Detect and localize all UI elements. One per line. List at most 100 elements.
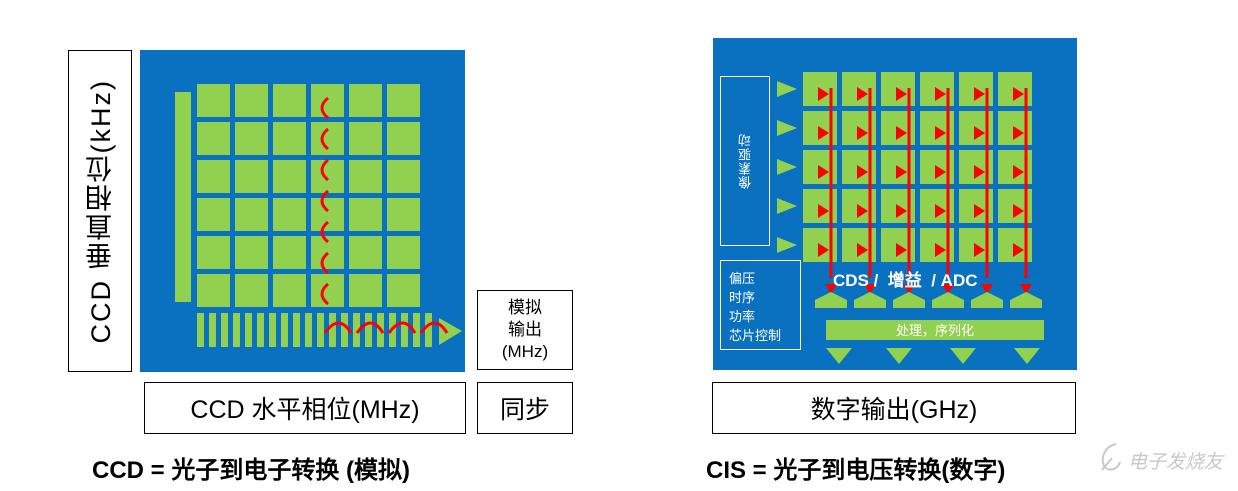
ccd-register-cell	[353, 313, 360, 347]
ccd-register-cell	[209, 313, 216, 347]
cis-row-select-arrow	[777, 198, 797, 214]
cis-pixel-switch	[1013, 243, 1024, 257]
ccd-horizontal-phase-label: CCD 水平相位(MHz)	[190, 396, 420, 424]
sync-box: 同步	[477, 382, 573, 434]
ccd-pixel	[273, 122, 306, 155]
ccd-pixel	[235, 84, 268, 117]
ccd-pixel-grid	[197, 84, 420, 307]
ccd-pixel	[349, 160, 382, 193]
control-line-power: 功率	[729, 309, 756, 324]
ccd-pixel	[387, 236, 420, 269]
ccd-vertical-transfer-arrow	[320, 96, 330, 120]
ccd-register-cell	[269, 313, 276, 347]
control-box: 偏压 时序 功率 芯片控制	[720, 260, 801, 350]
cis-pixel-switch	[935, 204, 946, 218]
cis-adc-block	[815, 292, 847, 308]
ccd-register-cell	[329, 313, 336, 347]
cis-pixel-switch	[935, 165, 946, 179]
ccd-register-cell	[341, 313, 348, 347]
cis-pixel-switch	[857, 243, 868, 257]
ccd-pixel	[273, 274, 306, 307]
ccd-pixel	[235, 236, 268, 269]
cis-column-arrowhead	[864, 284, 876, 294]
ccd-caption: CCD = 光子到电子转换 (模拟)	[92, 457, 410, 484]
cis-column-arrowhead	[825, 284, 837, 294]
cis-pixel-switch	[818, 126, 829, 140]
analog-output-line-2: 输出	[508, 320, 542, 339]
ccd-pixel	[235, 160, 268, 193]
digital-output-label: 数字输出(GHz)	[810, 396, 978, 424]
cis-column-arrowhead	[981, 284, 993, 294]
cis-row-select-arrow	[777, 237, 797, 253]
cis-output-arrow	[950, 348, 976, 364]
cis-adc-block	[854, 292, 886, 308]
ccd-pixel	[311, 84, 344, 117]
ccd-pixel	[197, 84, 230, 117]
ccd-pixel	[311, 160, 344, 193]
ccd-pixel	[273, 160, 306, 193]
ccd-horizontal-transfer-arrow	[355, 321, 385, 334]
cis-pixel-switch	[818, 165, 829, 179]
control-line-timing: 时序	[729, 290, 756, 305]
ccd-charge-transfer-arrows	[320, 96, 449, 334]
ccd-pixel	[311, 198, 344, 231]
cis-adc-block	[971, 292, 1003, 308]
cis-pixel-grid	[803, 72, 1032, 262]
ccd-pixel	[387, 198, 420, 231]
ccd-pixel	[387, 84, 420, 117]
ccd-horizontal-transfer-arrow	[387, 321, 417, 334]
cis-pixel-switch	[857, 126, 868, 140]
sync-label: 同步	[499, 396, 550, 424]
ccd-pixel	[349, 274, 382, 307]
cis-pixel-switch	[974, 126, 985, 140]
ccd-pixel	[197, 122, 230, 155]
ccd-pixel	[235, 122, 268, 155]
ccd-register-cell	[233, 313, 240, 347]
ccd-vertical-transfer-arrow	[320, 282, 330, 306]
cis-column-readout-arrows	[818, 87, 1032, 294]
ccd-pixel	[197, 160, 230, 193]
cis-pixel-switch	[818, 204, 829, 218]
cis-pixel-switch	[818, 87, 829, 101]
cis-pixel-switch	[896, 243, 907, 257]
ccd-vertical-transfer-arrow	[320, 251, 330, 275]
cis-pixel-switch	[1013, 165, 1024, 179]
cis-adc-block	[1010, 292, 1042, 308]
cis-row-select-arrows	[777, 81, 797, 253]
pixel-drive-box: 像素驱动	[720, 76, 770, 246]
cis-pixel-switch	[896, 204, 907, 218]
cis-pixel-switch	[935, 87, 946, 101]
cis-column-arrowhead	[1020, 284, 1032, 294]
cis-pixel-switch	[935, 243, 946, 257]
cis-pixel-switch	[818, 243, 829, 257]
cis-output-arrow	[826, 348, 852, 364]
cis-pixel-switch	[857, 204, 868, 218]
ccd-horizontal-phase-box: CCD 水平相位(MHz)	[144, 382, 466, 434]
watermark-logo: 电子发烧友	[1128, 452, 1224, 473]
ccd-pixel	[197, 198, 230, 231]
control-line-bias: 偏压	[729, 271, 756, 286]
cis-row-select-arrow	[777, 120, 797, 136]
cis-row-select-arrow	[777, 159, 797, 175]
watermark-icon	[1101, 443, 1121, 471]
ccd-pixel	[349, 236, 382, 269]
cis-pixel-switch	[1013, 204, 1024, 218]
ccd-register-cell	[305, 313, 312, 347]
ccd-vertical-transfer-arrow	[320, 127, 330, 151]
ccd-horizontal-transfer-arrow	[323, 321, 353, 334]
ccd-pixel	[235, 274, 268, 307]
ccd-register-cell	[281, 313, 288, 347]
cis-row-select-arrow	[777, 81, 797, 97]
cis-pixel-switch	[896, 126, 907, 140]
ccd-pixel	[349, 84, 382, 117]
cis-pixel-switch	[974, 204, 985, 218]
cis-caption: CIS = 光子到电压转换(数字)	[706, 457, 1006, 484]
ccd-register-cell	[425, 313, 432, 347]
ccd-pixel	[311, 274, 344, 307]
cis-column-arrowhead	[903, 284, 915, 294]
ccd-register-cell	[413, 313, 420, 347]
analog-output-line-1: 模拟	[508, 298, 542, 317]
ccd-vertical-phase-label: CCD 垂直相位(kHz)	[85, 78, 116, 344]
cis-output-arrows	[826, 348, 1040, 364]
ccd-register-cell	[197, 313, 204, 347]
